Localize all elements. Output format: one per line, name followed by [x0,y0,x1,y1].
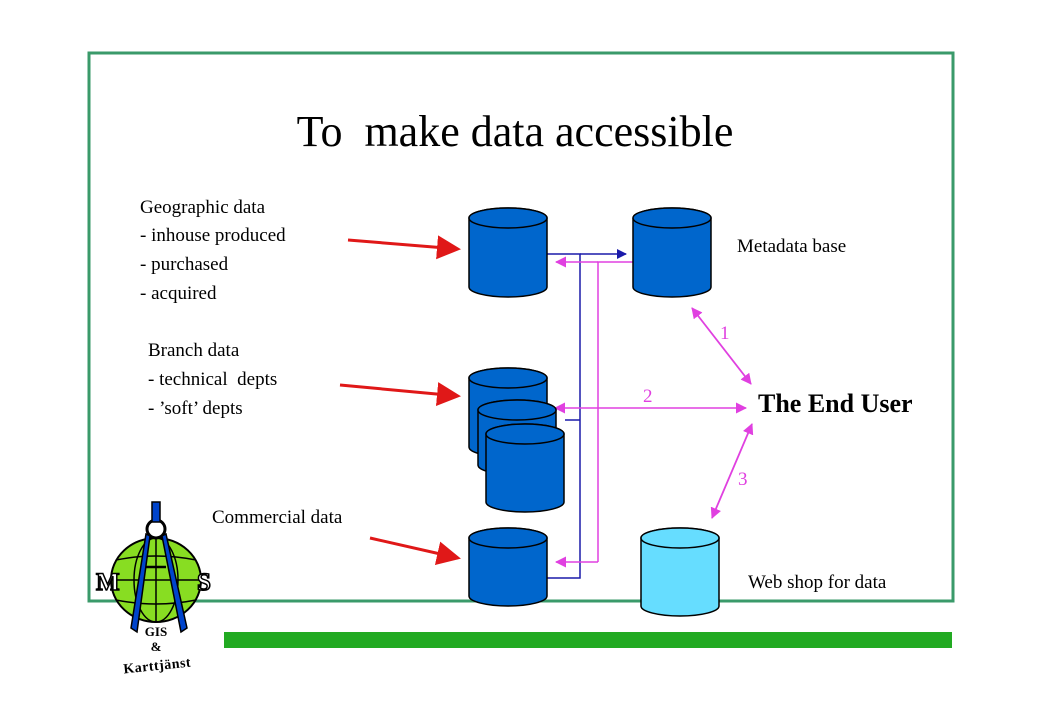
geographic-database [468,207,548,298]
webshop-label: Web shop for data [748,572,887,593]
path-3-arrow [710,423,754,519]
company-logo: M S GIS & Karttjänst [95,501,212,677]
metadata-return-lines [555,256,633,568]
branch-data-label: Branch data - technical depts - ’soft’ d… [148,340,277,419]
geographic-arrow [347,235,461,260]
metadata-database [632,207,712,298]
branch-data-item: - technical depts [148,369,277,390]
geographic-data-item: - inhouse produced [140,225,286,246]
path-3-number: 3 [738,469,748,490]
logo-text-line3: Karttjänst [123,655,192,677]
path-2-number: 2 [643,386,653,407]
logo-text-line1: GIS [145,624,167,639]
compass-icon [130,501,188,634]
commercial-arrow [369,536,461,566]
branch-data-item: - ’soft’ depts [148,398,243,419]
geographic-data-item: - purchased [140,254,229,275]
branch-data-heading: Branch data [148,340,240,361]
metadata-feed-lines [547,249,627,579]
geographic-data-label: Geographic data - inhouse produced - pur… [140,197,286,304]
webshop-database [640,527,720,617]
commercial-data-label: Commercial data [212,507,343,528]
logo-letter-right: S [197,569,211,596]
metadata-base-label: Metadata base [737,236,846,257]
branch-database-stack [468,367,565,513]
geographic-data-item: - acquired [140,283,217,304]
branch-database [485,423,565,513]
page-title: To make data accessible [297,107,734,156]
path-1-arrow [691,307,752,385]
footer-bar [224,632,952,648]
branch-arrow [339,382,461,406]
logo-letter-left: M [96,569,120,596]
commercial-database [468,527,548,607]
logo-text-line2: & [151,639,162,654]
geographic-data-heading: Geographic data [140,197,266,218]
path-1-number: 1 [720,323,730,344]
end-user-label: The End User [758,389,913,418]
